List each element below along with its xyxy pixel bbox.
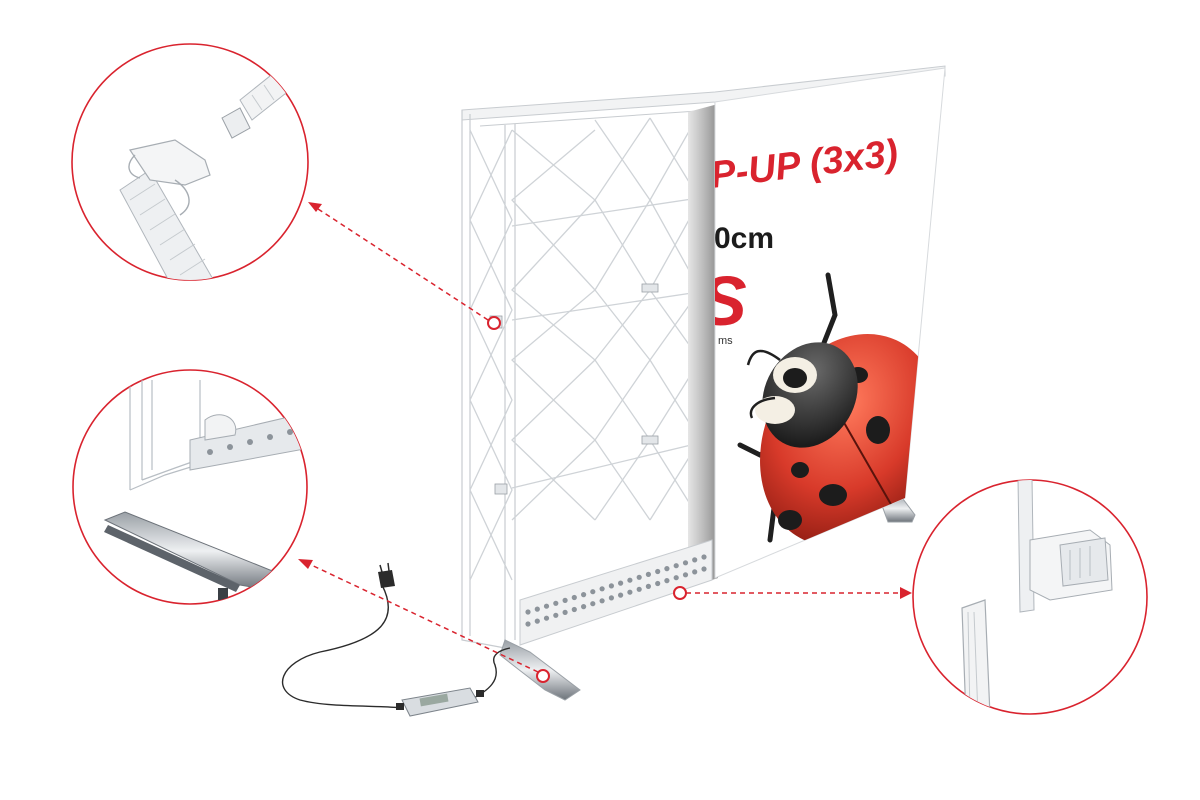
callout-base-foot [72, 369, 308, 605]
led-dot [673, 575, 679, 581]
base-foot-icon [103, 375, 307, 600]
led-dot [534, 618, 540, 624]
led-dot [581, 604, 587, 610]
callout-top-connector [71, 43, 309, 281]
led-dot [636, 574, 642, 580]
led-dot [608, 595, 615, 601]
led-dot [701, 566, 707, 572]
led-dot [682, 560, 689, 566]
arrow-head-base [298, 559, 313, 569]
led-dot [682, 572, 689, 578]
led-dot [543, 615, 550, 621]
led-dot [571, 594, 577, 601]
led-dot [664, 566, 670, 572]
led-dot [645, 583, 652, 590]
led-dots [525, 554, 707, 627]
marker-top [487, 316, 501, 330]
led-dot [525, 621, 531, 627]
led-dot [618, 592, 624, 598]
led-dot [553, 600, 559, 606]
led-dot [618, 580, 624, 586]
led-dot [590, 601, 596, 607]
popup-stand [461, 65, 946, 701]
led-dot [599, 586, 605, 592]
led-dot [673, 563, 679, 569]
led-dot [636, 586, 642, 592]
banner-tagline-fragment: ms [718, 335, 733, 347]
led-dot [581, 592, 587, 598]
led-dot [608, 583, 615, 589]
banner-size-text: 0cm [714, 222, 774, 255]
ladybug-illustration [737, 272, 940, 546]
led-dot [599, 598, 605, 604]
callout-edge-profile [912, 479, 1148, 715]
callout-line-top [311, 204, 489, 321]
edge-profile-icon [961, 480, 1113, 714]
marker-base [536, 669, 550, 683]
led-dot [655, 580, 661, 587]
banner-brand-fragment: S [700, 262, 747, 340]
callout-line-base [304, 561, 539, 673]
banner-side-edge [688, 104, 718, 588]
led-dot [534, 606, 540, 612]
marker-edge [673, 586, 687, 600]
power-cable [281, 584, 403, 709]
led-dot [627, 577, 633, 583]
scissor-frame [469, 111, 713, 581]
led-dot [571, 606, 577, 613]
led-dot [655, 568, 661, 575]
led-dot [590, 589, 596, 595]
led-dot [692, 569, 698, 575]
plug-icon [378, 570, 395, 588]
led-dot [645, 571, 652, 578]
power-supply-unit [281, 562, 511, 717]
led-dot [553, 612, 559, 618]
arrow-head-top [308, 202, 322, 212]
led-dot [543, 603, 550, 609]
led-dot [627, 589, 633, 595]
banner-graphic: P-UP (3x3) 0cm S ms [700, 67, 946, 579]
led-dot [701, 554, 707, 560]
arrow-head-edge [900, 587, 912, 599]
led-dot [692, 557, 698, 563]
led-dot [525, 609, 531, 615]
led-base-rail [519, 539, 713, 646]
led-dot [562, 597, 568, 604]
led-dot [664, 578, 670, 584]
led-dot [562, 609, 568, 616]
